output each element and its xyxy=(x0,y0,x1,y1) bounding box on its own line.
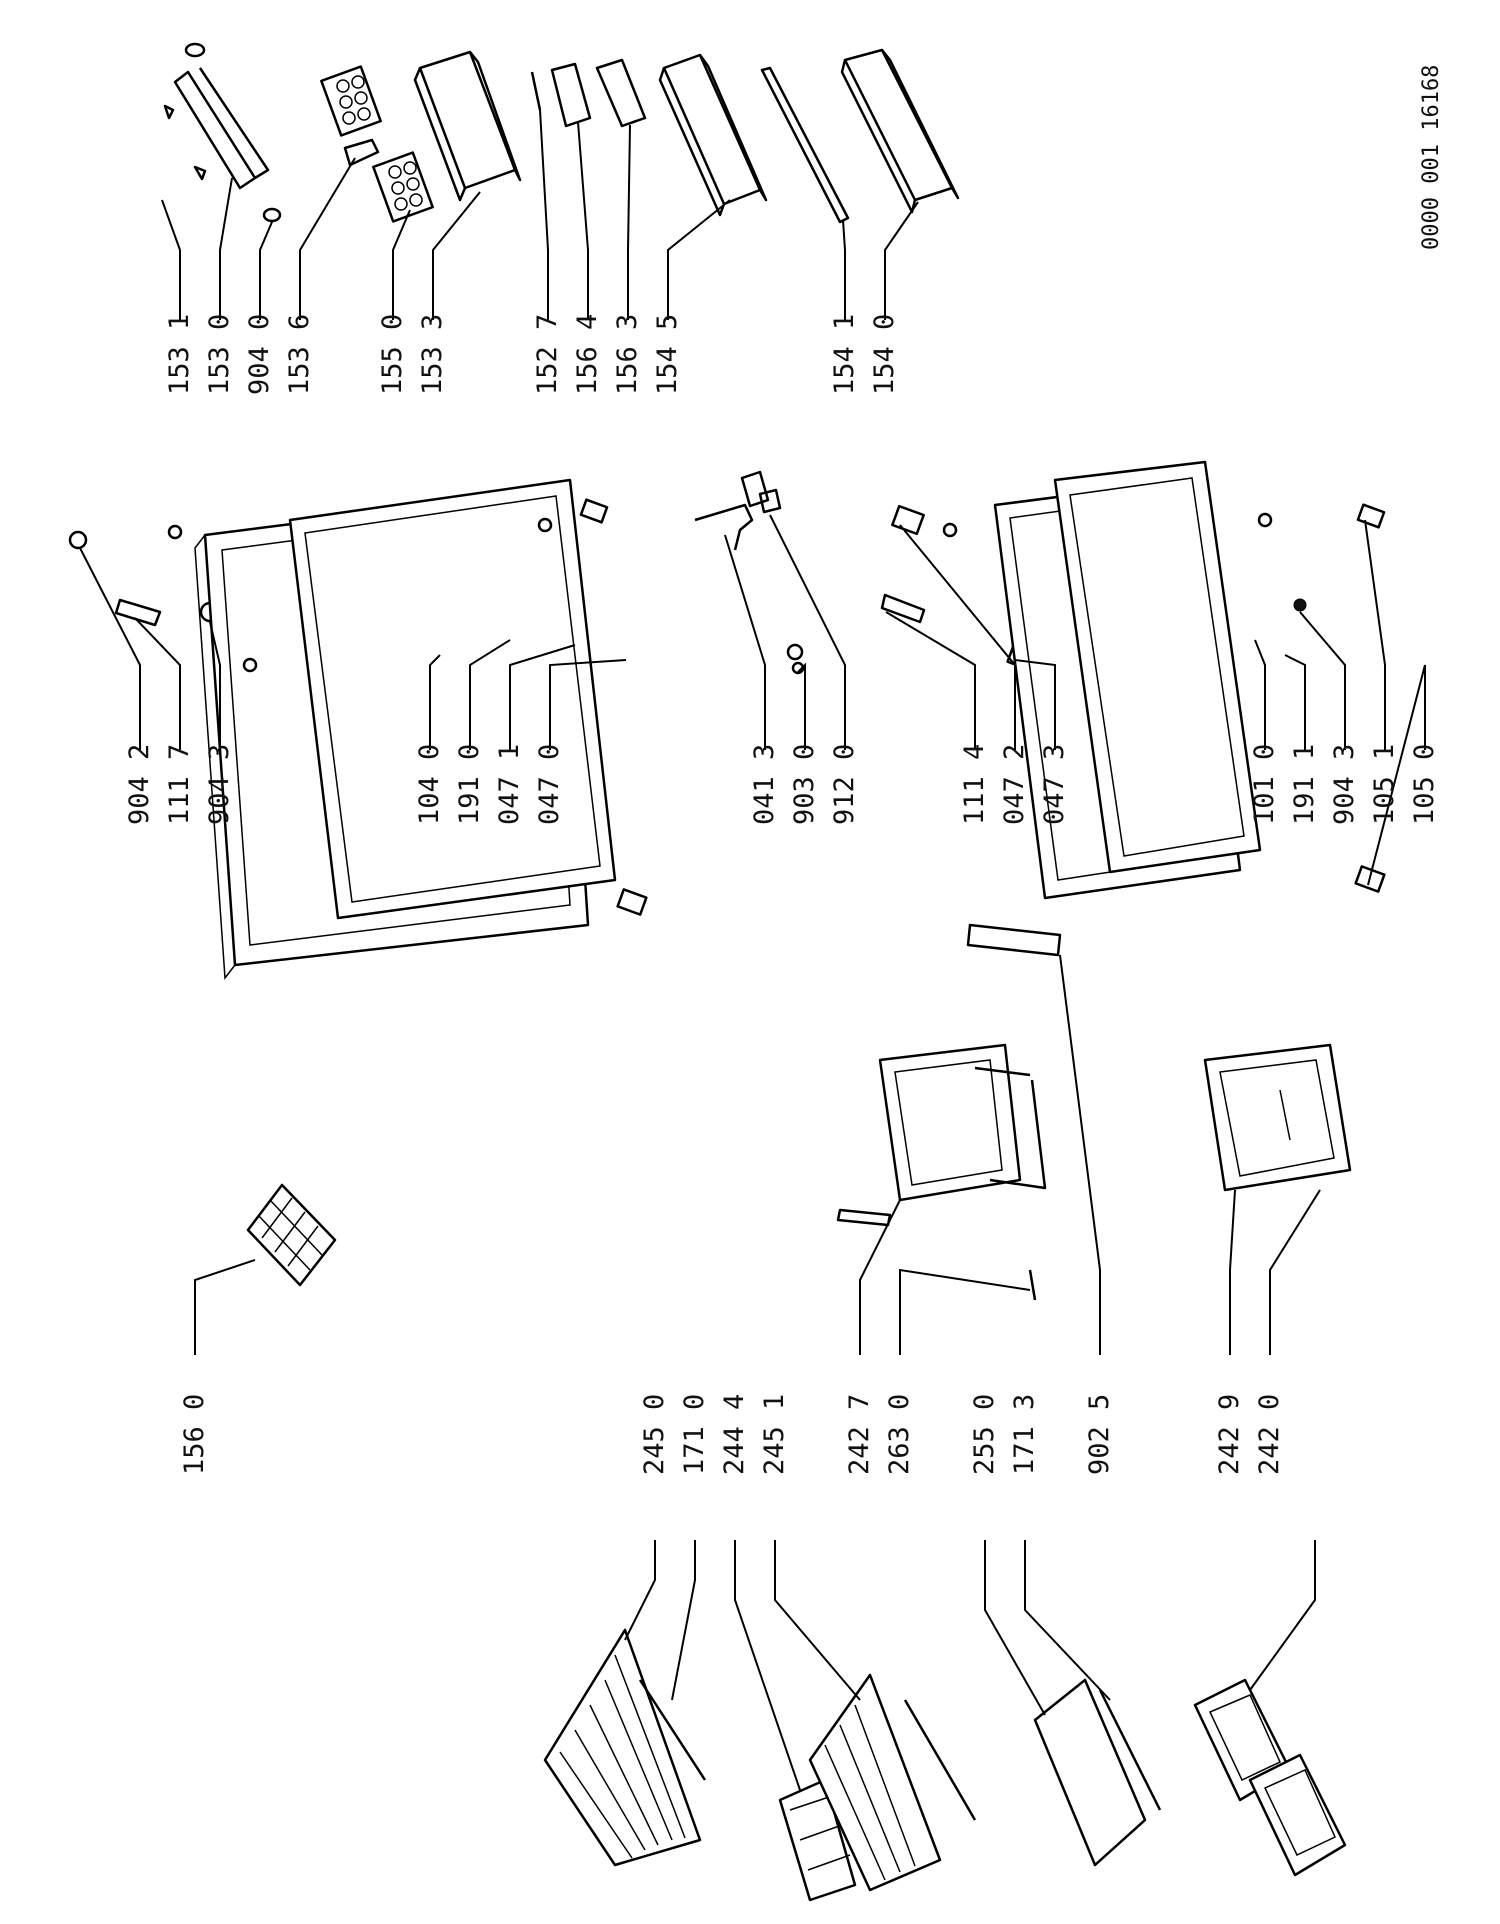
door-accessories-group xyxy=(163,42,960,224)
callout-label: 904 3 xyxy=(204,744,235,825)
callout-label: 111 7 xyxy=(164,744,195,825)
small-box-part xyxy=(595,58,647,128)
wire-shelf-part xyxy=(543,1628,702,1867)
callout-label: 105 1 xyxy=(1369,744,1400,825)
shelf-strip-part xyxy=(760,66,850,224)
grid-shelf-part xyxy=(778,1778,857,1902)
door-gasket-part xyxy=(288,478,617,920)
callout-label: 101 0 xyxy=(1249,744,1280,825)
callout-label: 154 5 xyxy=(652,314,683,395)
callout-label: 242 7 xyxy=(844,1394,875,1475)
callout-label: 047 1 xyxy=(494,744,525,825)
callout-label: 903 0 xyxy=(789,744,820,825)
callout-label: 263 0 xyxy=(884,1394,915,1475)
callout-label: 171 3 xyxy=(1009,1394,1040,1475)
callout-label: 244 4 xyxy=(719,1394,750,1475)
callouts-shelves: 245 0 171 0 244 4 245 1 255 0 171 3 xyxy=(624,1394,1316,1791)
door-stop-part xyxy=(68,530,88,550)
callouts-lower-door: 111 4 047 2 047 3 101 0 191 1 904 3 105 … xyxy=(885,519,1440,886)
cover-part xyxy=(550,62,592,128)
handle-part xyxy=(114,598,162,627)
callout-label: 902 5 xyxy=(1084,1394,1115,1475)
shelf-rail-part xyxy=(638,1679,707,1781)
callout-label: 191 0 xyxy=(454,744,485,825)
callouts-top-right: 153 1 153 0 904 0 153 6 155 0 153 3 152 … xyxy=(161,109,919,395)
callout-label: 904 0 xyxy=(244,314,275,395)
freezer-basket-part xyxy=(1248,1753,1347,1877)
lower-gasket-part xyxy=(1053,460,1262,874)
callout-label: 111 4 xyxy=(959,744,990,825)
callout-label: 171 0 xyxy=(679,1394,710,1475)
shelf-rail-part xyxy=(903,1699,977,1821)
crisper-drawer-part xyxy=(878,1043,1022,1202)
fridge-door-group xyxy=(68,478,648,981)
callout-label: 041 3 xyxy=(749,744,780,825)
callout-label: 153 6 xyxy=(284,314,315,395)
crisper-group xyxy=(836,923,1352,1301)
ice-tray-part xyxy=(246,1183,337,1287)
callout-label: 105 0 xyxy=(1409,744,1440,825)
callout-label: 191 1 xyxy=(1289,744,1320,825)
callout-label: 155 0 xyxy=(377,314,408,395)
callout-label: 153 1 xyxy=(164,314,195,395)
callout-label: 047 3 xyxy=(1039,744,1070,825)
butter-compartment-part xyxy=(163,42,282,223)
callout-label: 904 3 xyxy=(1329,744,1360,825)
freezer-door-group xyxy=(880,460,1386,900)
callout-label: 156 3 xyxy=(612,314,643,395)
callout-label: 156 4 xyxy=(572,314,603,395)
document-number: 0000 001 16168 xyxy=(1419,65,1444,250)
egg-tray-part xyxy=(320,65,434,223)
callout-label: 245 1 xyxy=(759,1394,790,1475)
bottle-shelf-part xyxy=(840,48,960,214)
callout-label: 912 0 xyxy=(829,744,860,825)
callout-label: 904 2 xyxy=(124,744,155,825)
rail-part xyxy=(530,71,542,111)
door-shelf-part xyxy=(658,53,768,217)
callout-label: 153 3 xyxy=(417,314,448,395)
callout-label: 255 0 xyxy=(969,1394,1000,1475)
ice-tray-group: 156 0 xyxy=(179,1183,337,1475)
callout-label: 242 0 xyxy=(1254,1394,1285,1475)
callouts-hinge: 041 3 903 0 912 0 xyxy=(724,514,860,825)
callout-label: 104 0 xyxy=(414,744,445,825)
hinge-part xyxy=(694,503,754,551)
glass-shelf-part xyxy=(1033,1678,1147,1867)
rail-part xyxy=(836,1208,892,1227)
shelves-group xyxy=(543,1628,1347,1902)
callout-label: 156 0 xyxy=(179,1394,210,1475)
rail-part xyxy=(1028,1269,1037,1301)
callout-label: 153 0 xyxy=(204,314,235,395)
callout-label: 242 9 xyxy=(1214,1394,1245,1475)
cover-strip-part xyxy=(966,923,1062,957)
callouts-upper-door: 904 2 111 7 904 3 104 0 191 0 047 1 047 … xyxy=(79,547,627,825)
callout-label: 047 2 xyxy=(999,744,1030,825)
crisper-drawer-part xyxy=(1203,1043,1352,1192)
callouts-crisper: 242 7 263 0 902 5 242 9 242 0 xyxy=(844,954,1321,1475)
door-bin-part xyxy=(413,50,522,202)
callout-label: 245 0 xyxy=(639,1394,670,1475)
handle-part xyxy=(880,593,926,624)
callout-label: 047 0 xyxy=(534,744,565,825)
callout-label: 152 7 xyxy=(532,314,563,395)
callout-label: 154 1 xyxy=(829,314,860,395)
hinge-group xyxy=(694,470,805,675)
wire-shelf-part xyxy=(808,1673,942,1892)
shelf-trim-part xyxy=(1098,1689,1162,1811)
callout-label: 154 0 xyxy=(869,314,900,395)
